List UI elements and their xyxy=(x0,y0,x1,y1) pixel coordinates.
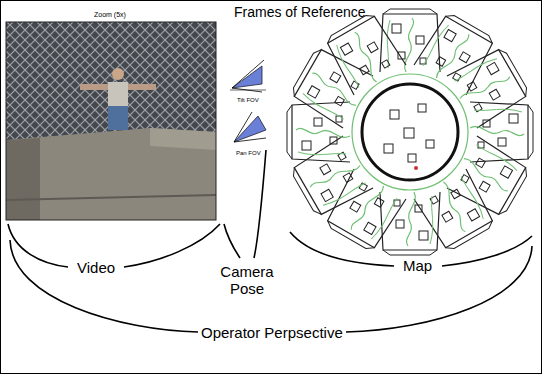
video-screenshot xyxy=(6,22,216,220)
video-caption: Zoom (5x) xyxy=(94,11,126,19)
icon-label: Pan FOV xyxy=(236,150,261,157)
diagram-title: Frames of Reference xyxy=(234,4,366,20)
frame-label: Camera Pose xyxy=(214,263,280,298)
frame-label: Video xyxy=(75,259,117,276)
frame-label: Map xyxy=(401,257,434,274)
icon-label: Tilt FOV xyxy=(237,97,259,104)
tilt-fov-icon xyxy=(230,60,266,92)
bracket-lines xyxy=(8,150,532,332)
map xyxy=(287,9,533,255)
frame-label: Operator Perpsective xyxy=(199,324,345,341)
pan-fov-icon xyxy=(234,112,266,142)
